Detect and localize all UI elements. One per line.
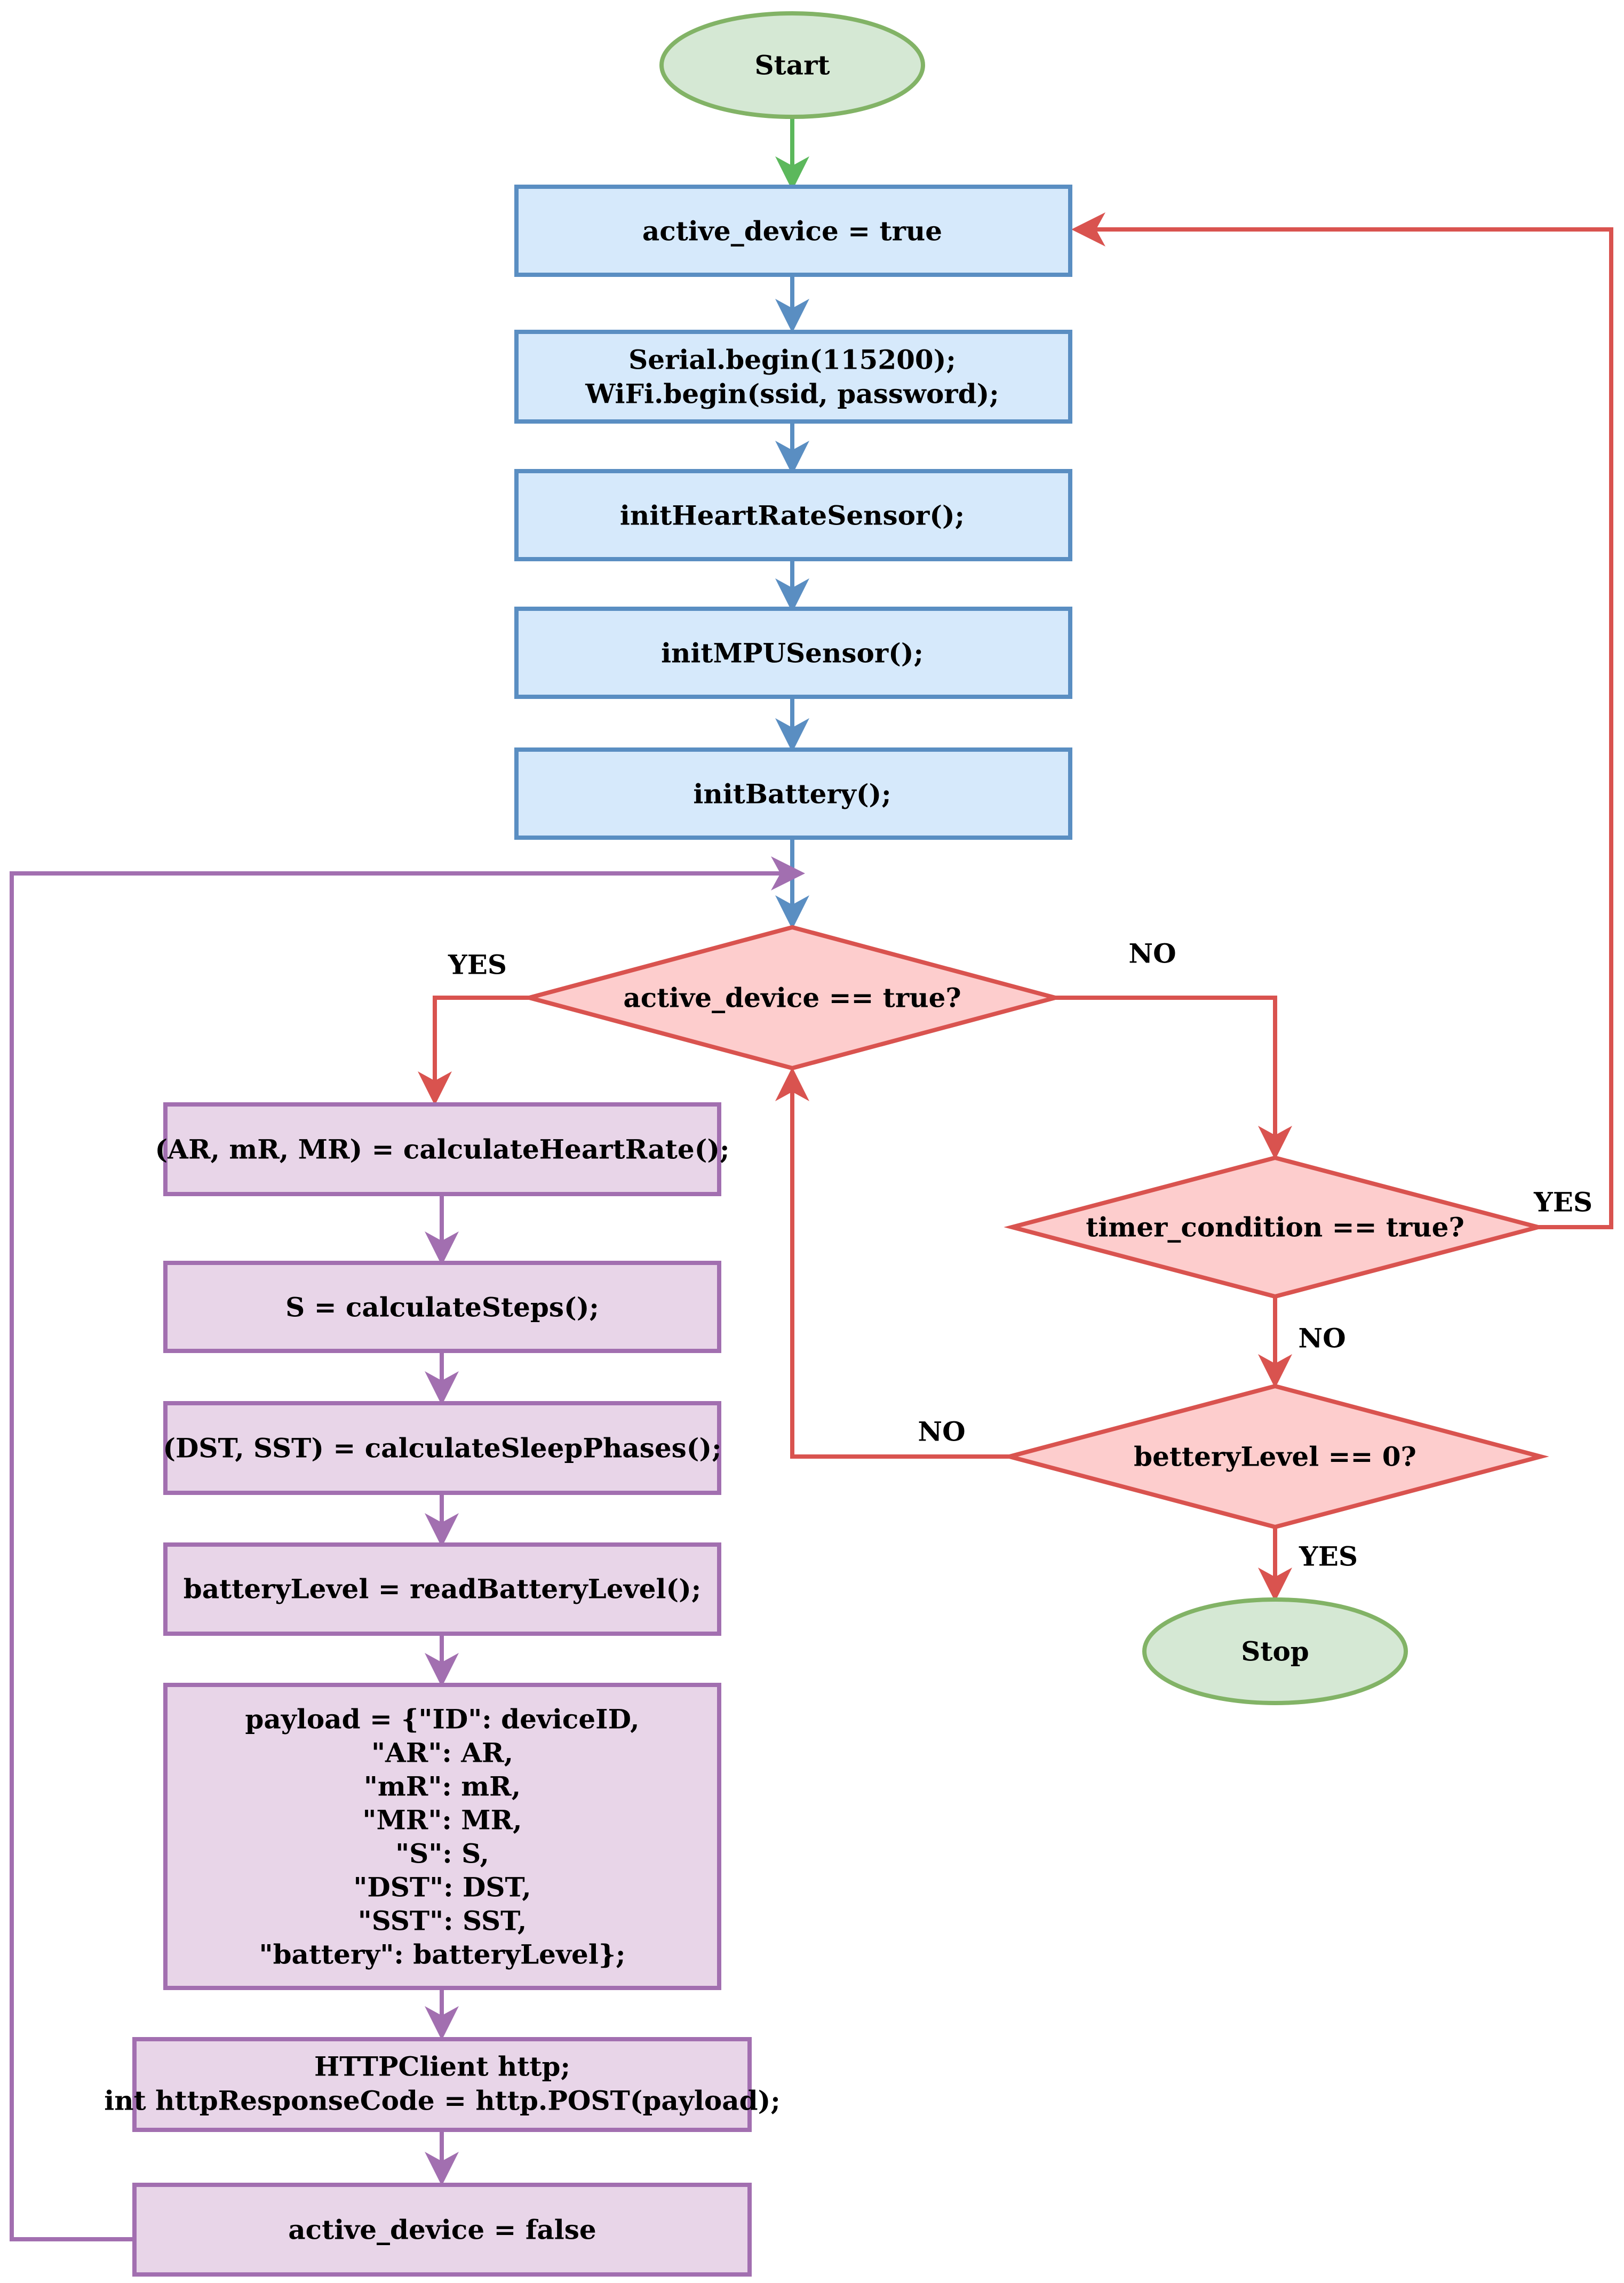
calc-steps-label: S = calculateSteps(); [285,1292,599,1323]
calc-sleep-node: (DST, SST) = calculateSleepPhases(); [163,1401,722,1495]
edge-label-active-no: NO [1128,938,1176,969]
edge-battery-no [775,1067,1013,1459]
read-battery-label: batteryLevel = readBatteryLevel(); [184,1573,701,1605]
init-battery-label: initBattery(); [693,778,891,810]
start-node: Start [659,11,925,119]
init-hr-label: initHeartRateSensor(); [620,500,965,531]
payload-line-7: "battery": batteryLevel}; [259,1939,626,1970]
calc-hr-node: (AR, mR, MR) = calculateHeartRate(); [155,1102,730,1196]
calc-steps-node: S = calculateSteps(); [163,1261,721,1353]
init-battery-node: initBattery(); [514,747,1072,840]
edge-label-battery-no: NO [918,1416,965,1447]
serial-wifi-node: Serial.begin(115200); WiFi.begin(ssid, p… [514,330,1072,424]
check-active-label: active_device == true? [623,982,961,1014]
payload-line-6: "SST": SST, [358,1905,527,1937]
nodes: Start active_device = true Serial.begin(… [104,11,1549,2277]
calc-sleep-label: (DST, SST) = calculateSleepPhases(); [163,1433,721,1464]
edge-active-no [1054,996,1292,1160]
payload-line-3: "MR": MR, [362,1804,522,1836]
payload-node: payload = {"ID": deviceID, "AR": AR, "mR… [163,1683,721,1990]
edge-active-yes [418,996,531,1105]
edge-label-timer-no: NO [1298,1323,1346,1354]
edges [10,117,1613,2241]
edge-label-battery-yes: YES [1299,1541,1358,1572]
timer-check-label: timer_condition == true? [1086,1212,1464,1243]
calc-hr-label: (AR, mR, MR) = calculateHeartRate(); [155,1134,730,1165]
payload-line-0: payload = {"ID": deviceID, [245,1704,639,1735]
stop-node: Stop [1142,1597,1408,1705]
http-client-label: HTTPClient http; [314,2051,570,2082]
start-label: Start [754,50,830,81]
payload-line-4: "S": S, [395,1838,489,1870]
set-active-false-label: active_device = false [288,2214,596,2246]
read-battery-node: batteryLevel = readBatteryLevel(); [163,1542,721,1636]
check-active-decision: active_device == true? [521,925,1064,1071]
init-mpu-node: initMPUSensor(); [514,607,1072,699]
serial-begin-label: Serial.begin(115200); [628,344,956,376]
payload-line-5: "DST": DST, [353,1872,531,1903]
set-active-false-node: active_device = false [132,2183,752,2277]
battery-check-decision: betteryLevel == 0? [1001,1383,1549,1530]
edge-label-active-yes: YES [448,949,507,981]
set-active-true-label: active_device = true [642,216,942,247]
edge-timer-yes [1071,212,1613,1229]
payload-line-1: "AR": AR, [371,1737,513,1769]
wifi-begin-label: WiFi.begin(ssid, password); [585,378,999,410]
init-hr-node: initHeartRateSensor(); [514,469,1072,561]
timer-check-decision: timer_condition == true? [1004,1155,1547,1299]
edge-labels: YES NO YES NO NO YES [448,938,1593,1572]
edge-loop-back [10,856,805,2241]
init-mpu-label: initMPUSensor(); [661,638,924,669]
payload-line-2: "mR": mR, [364,1771,521,1802]
set-active-true-node: active_device = true [514,185,1072,277]
http-node: HTTPClient http; int httpResponseCode = … [104,2037,781,2132]
stop-label: Stop [1241,1636,1309,1667]
http-post-label: int httpResponseCode = http.POST(payload… [104,2085,780,2117]
battery-check-label: betteryLevel == 0? [1134,1441,1416,1473]
edge-label-timer-yes: YES [1533,1187,1593,1218]
